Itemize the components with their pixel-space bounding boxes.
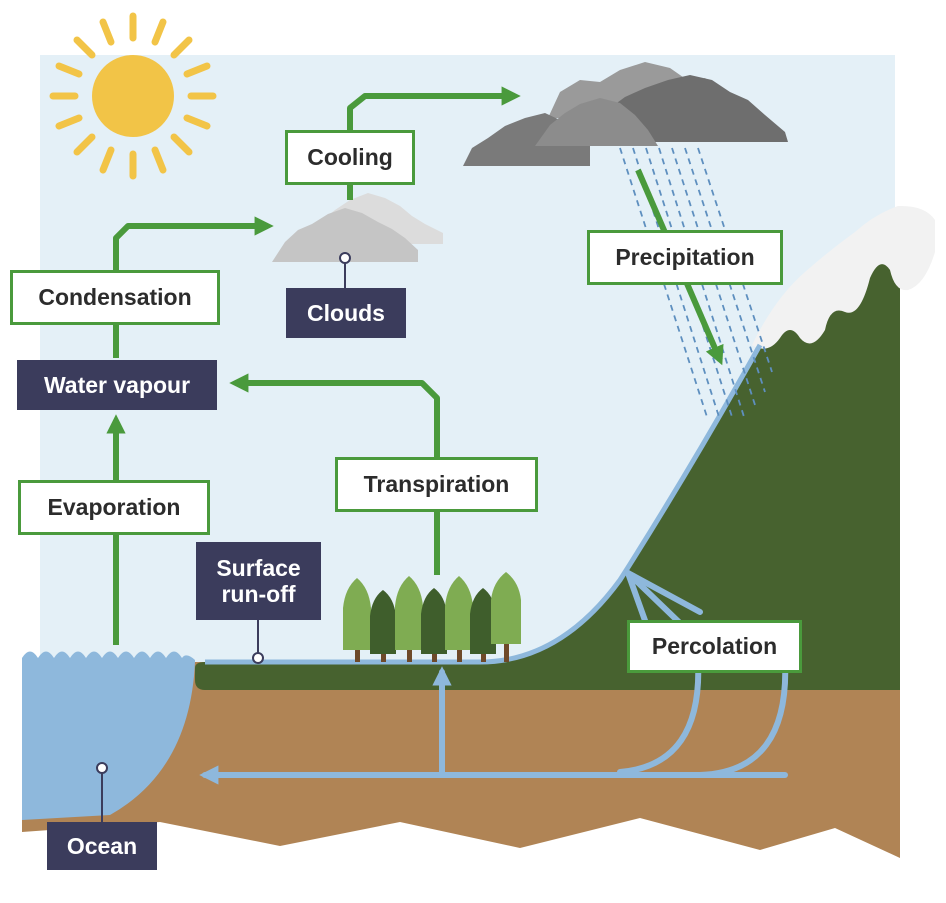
cloud-icon xyxy=(272,193,443,262)
ocean-tag: Ocean xyxy=(47,822,157,870)
snow-cap xyxy=(752,205,935,349)
condensation-label: Condensation xyxy=(10,270,220,325)
runoff-line xyxy=(205,343,763,665)
water-vapour-tag: Water vapour xyxy=(17,360,217,410)
precipitation-label: Precipitation xyxy=(587,230,783,285)
percolation-channels xyxy=(199,570,789,785)
percolation-label: Percolation xyxy=(627,620,802,673)
ground-soil xyxy=(22,662,900,858)
tag-pointers xyxy=(96,252,351,824)
cooling-label: Cooling xyxy=(285,130,415,185)
clouds-tag: Clouds xyxy=(286,288,406,338)
tree-icon xyxy=(343,572,521,662)
ocean-icon xyxy=(22,651,195,820)
storm-cloud-icon xyxy=(463,62,788,166)
surface-runoff-tag: Surface run-off xyxy=(196,542,321,620)
sun-icon xyxy=(49,12,217,180)
transpiration-label: Transpiration xyxy=(335,457,538,512)
evaporation-label: Evaporation xyxy=(18,480,210,535)
mountain-icon xyxy=(195,262,900,690)
